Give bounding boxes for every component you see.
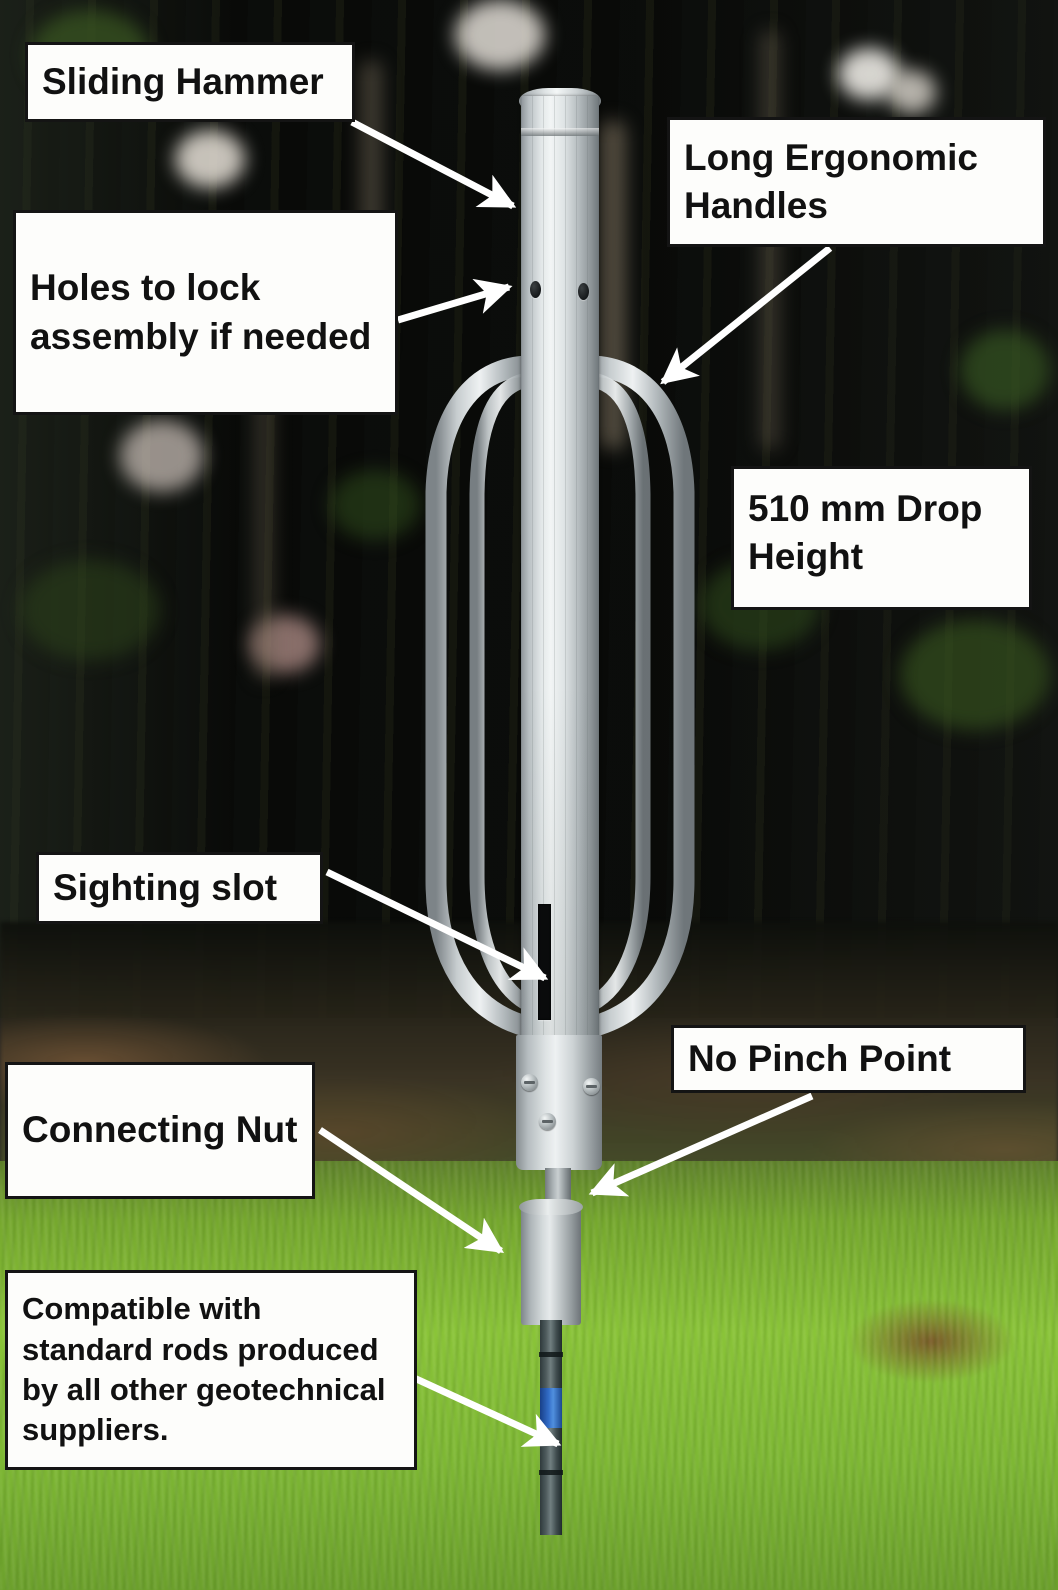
cap-ring xyxy=(521,128,599,136)
foliage-blob xyxy=(330,470,420,540)
lock-hole-right xyxy=(578,283,589,300)
drop-height-label: 510 mm Drop Height xyxy=(748,488,983,578)
no-pinch-point-label: No Pinch Point xyxy=(688,1037,952,1079)
rod-joint-band-2 xyxy=(539,1470,563,1475)
hammer-body xyxy=(521,96,599,1166)
anvil-bolt-left xyxy=(521,1074,538,1091)
foliage-blob xyxy=(960,330,1050,410)
holes-to-lock-label: Holes to lock assembly if needed xyxy=(30,267,372,357)
long-ergonomic-handles-callout: Long Ergonomic Handles xyxy=(667,117,1046,247)
sighting-slot-label: Sighting slot xyxy=(53,866,278,908)
connecting-nut xyxy=(519,1199,583,1325)
long-ergonomic-handles-label: Long Ergonomic Handles xyxy=(684,136,978,226)
no-pinch-point-callout: No Pinch Point xyxy=(671,1025,1026,1093)
foliage-blob xyxy=(175,130,245,188)
sighting-slot-callout: Sighting slot xyxy=(36,852,323,924)
sliding-hammer-callout: Sliding Hammer xyxy=(25,42,355,122)
rod-joint-band xyxy=(539,1352,563,1357)
compatible-rods-callout: Compatible with standard rods produced b… xyxy=(5,1270,417,1470)
foliage-blob xyxy=(900,620,1050,730)
foliage-blob xyxy=(455,0,545,70)
anvil-block xyxy=(516,1035,602,1170)
handle-right xyxy=(578,355,695,1037)
sliding-hammer-label: Sliding Hammer xyxy=(42,60,324,102)
foliage-blob xyxy=(250,615,320,673)
compatible-rods-label: Compatible with standard rods produced b… xyxy=(22,1291,386,1448)
rod-blue-marker xyxy=(540,1388,562,1428)
connecting-nut-label: Connecting Nut xyxy=(22,1109,298,1151)
foliage-blob xyxy=(888,70,936,114)
foliage-blob xyxy=(120,420,204,492)
lock-hole-left xyxy=(530,281,541,298)
drop-height-callout: 510 mm Drop Height xyxy=(731,466,1032,610)
handle-right-inner xyxy=(584,372,651,1012)
anvil-bolt-right xyxy=(583,1078,600,1095)
foliage-blob xyxy=(20,560,160,660)
connecting-nut-callout: Connecting Nut xyxy=(5,1062,315,1199)
sighting-slot xyxy=(538,904,551,1020)
holes-to-lock-callout: Holes to lock assembly if needed xyxy=(13,210,398,415)
anvil-bolt-bottom xyxy=(539,1113,556,1130)
